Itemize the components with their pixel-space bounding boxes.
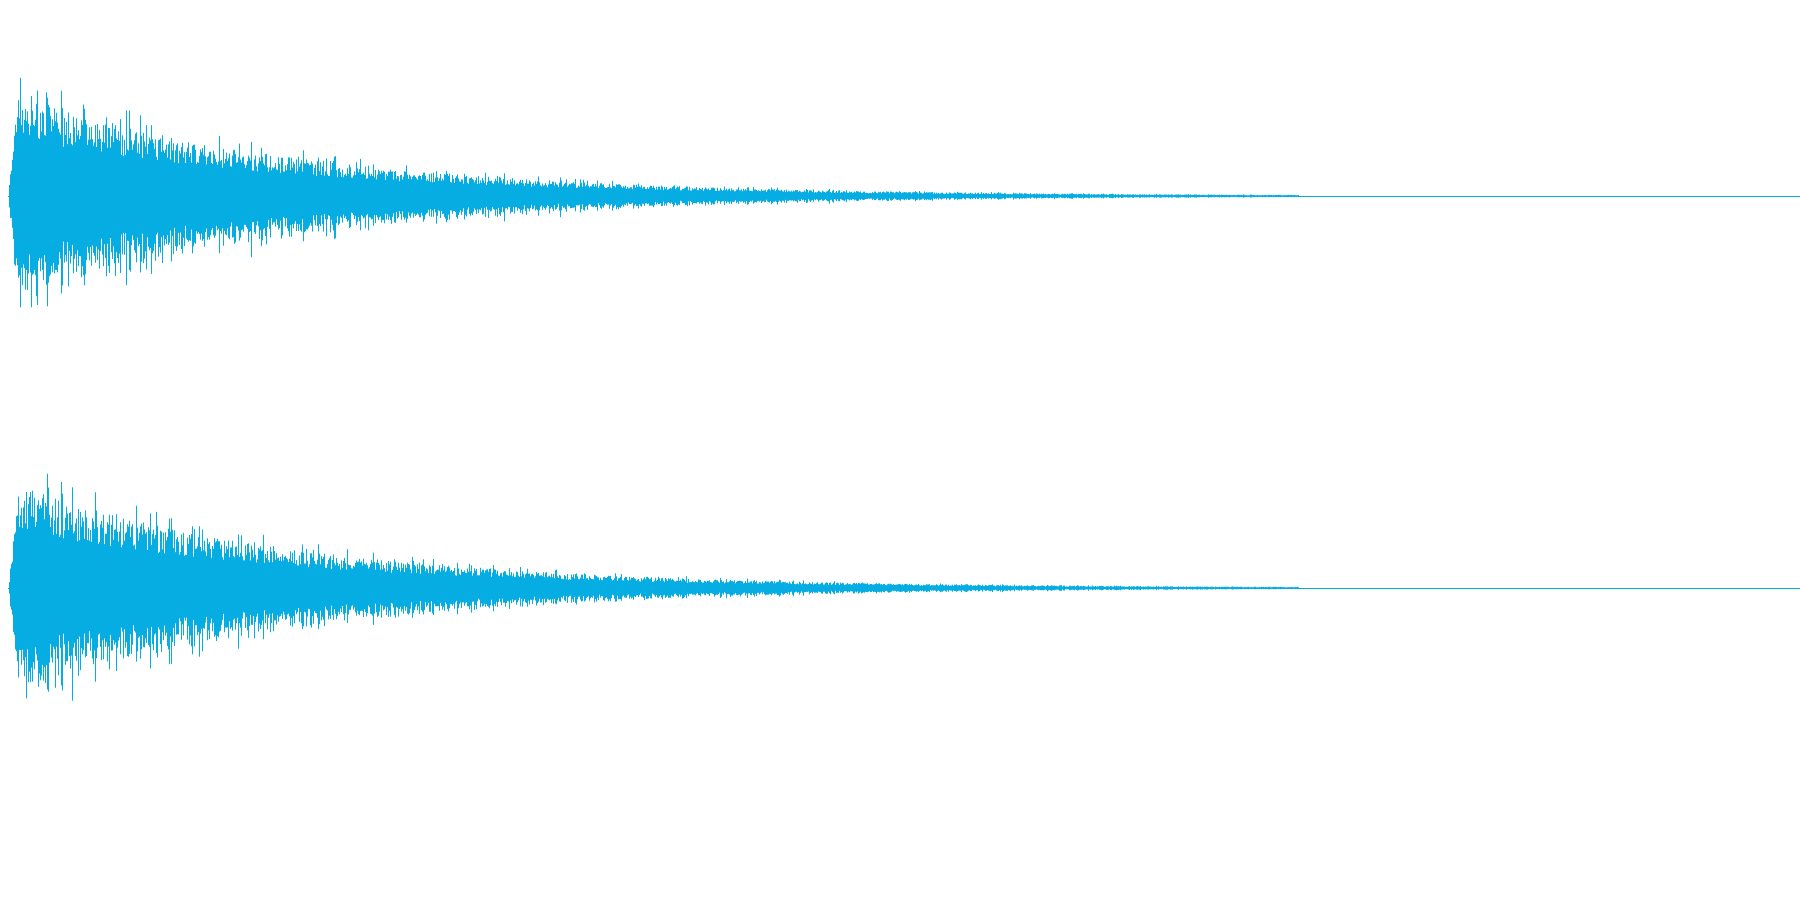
channel-right-waveform (8, 473, 1800, 701)
channel-left-waveform (8, 77, 1800, 308)
